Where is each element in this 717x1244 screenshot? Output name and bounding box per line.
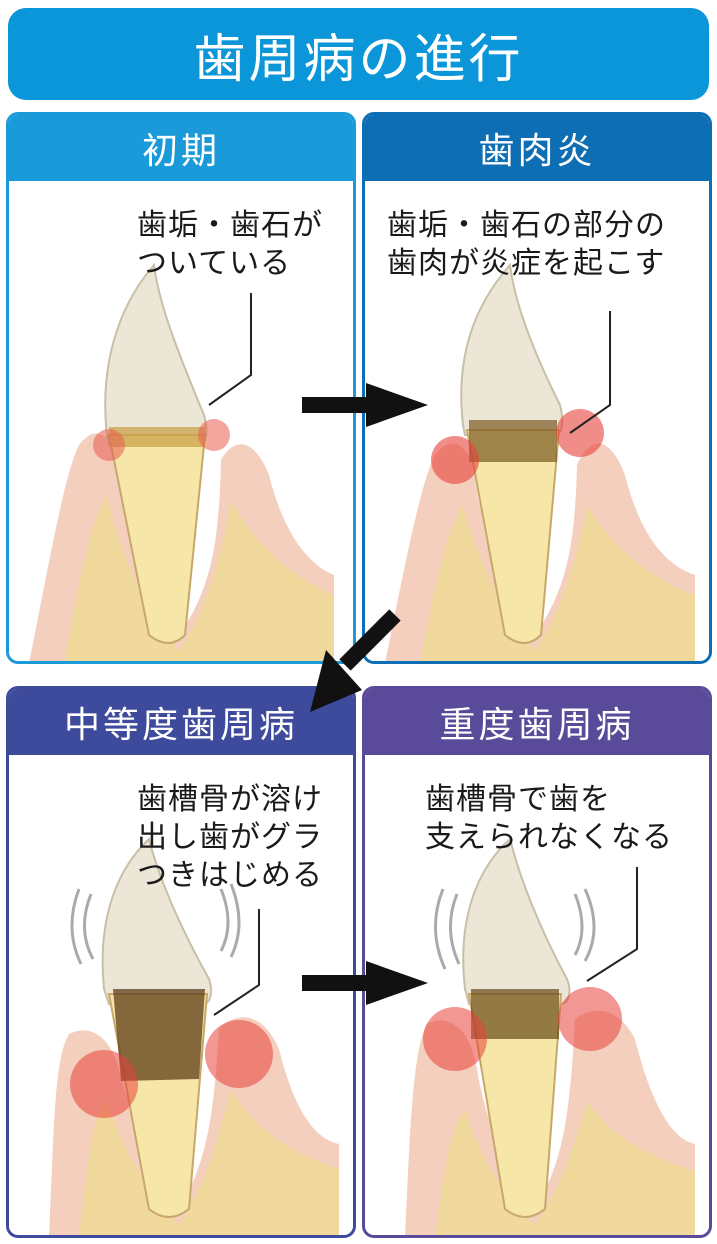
stage-panel-severe: 重度歯周病 歯槽骨で歯を 支えられなくなる <box>362 686 712 1238</box>
stage-header: 初期 <box>9 115 353 181</box>
tooth-illustration <box>29 262 334 661</box>
stage-panel-moderate: 中等度歯周病 歯槽骨が溶け 出し歯がグラ つきはじめる <box>6 686 356 1238</box>
stage-panel-initial: 初期 歯垢・歯石が ついている <box>6 112 356 664</box>
page-title: 歯周病の進行 <box>8 8 709 100</box>
tooth-illustration <box>385 262 695 661</box>
tooth-illustration <box>49 837 339 1235</box>
stage-caption: 歯垢・歯石が ついている <box>137 208 323 281</box>
stage-header: 歯肉炎 <box>365 115 709 181</box>
stage-header: 中等度歯周病 <box>9 689 353 755</box>
stage-caption: 歯槽骨で歯を 支えられなくなる <box>425 782 673 855</box>
stage-caption: 歯垢・歯石の部分の 歯肉が炎症を起こす <box>387 208 666 281</box>
stage-header: 重度歯周病 <box>365 689 709 755</box>
tooth-illustration <box>405 837 695 1235</box>
stage-caption: 歯槽骨が溶け 出し歯がグラ つきはじめる <box>137 782 323 893</box>
stage-panel-gingivitis: 歯肉炎 歯垢・歯石の部分の 歯肉が炎症を起こす <box>362 112 712 664</box>
